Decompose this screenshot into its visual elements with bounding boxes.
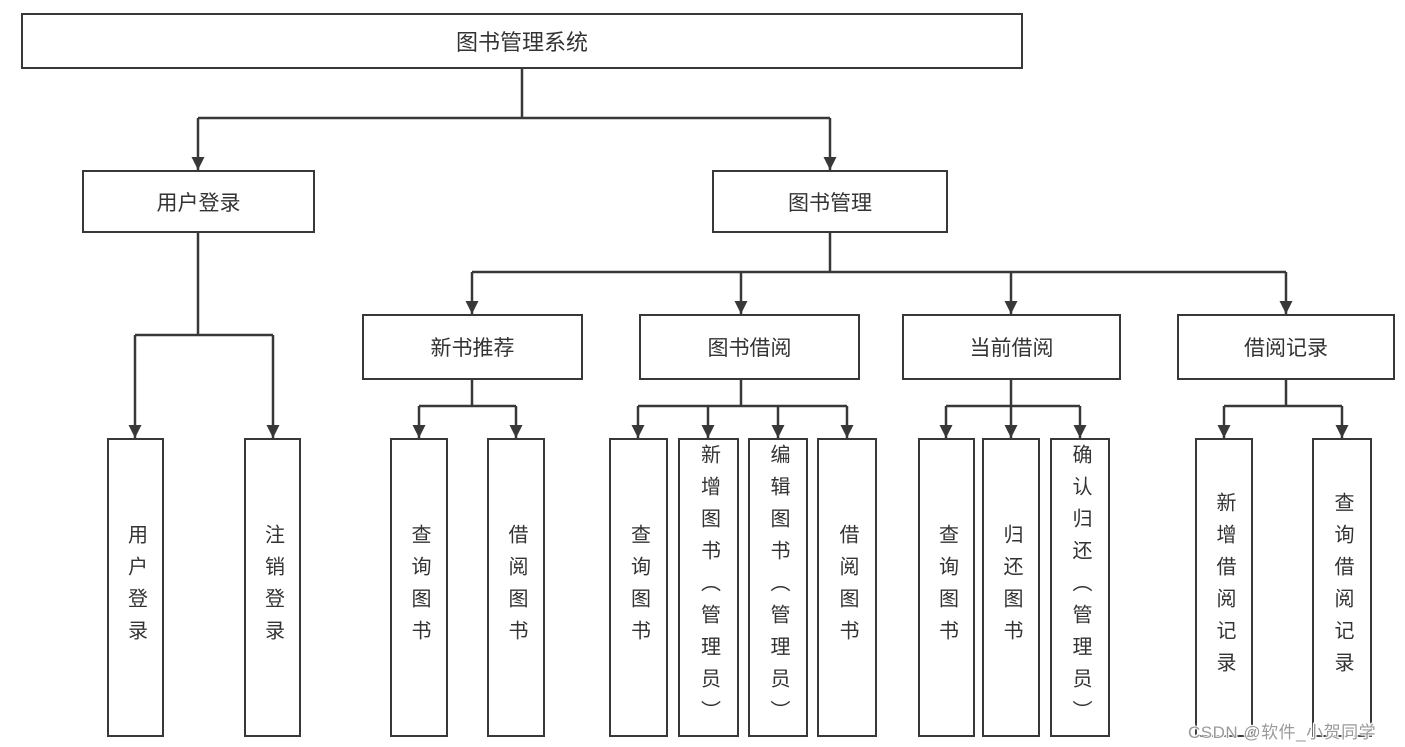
leaf-edit-book-admin: 编辑图书（管理员） [748, 438, 808, 737]
leaf-label: 新增图书（管理员） [697, 443, 720, 732]
node-book-management: 图书管理 [712, 170, 948, 233]
leaf-return-books: 归还图书 [982, 438, 1040, 737]
node-user-login: 用户登录 [82, 170, 315, 233]
node-borrow-records: 借阅记录 [1177, 314, 1395, 380]
leaf-confirm-return-admin: 确认归还（管理员） [1050, 438, 1110, 737]
node-label: 用户登录 [156, 191, 241, 215]
node-label: 新书推荐 [430, 337, 515, 360]
node-label: 借阅记录 [1244, 337, 1328, 360]
node-root-system: 图书管理系统 [21, 13, 1023, 69]
leaf-label: 查询借阅记录 [1331, 491, 1353, 684]
leaf-label: 借阅图书 [505, 523, 527, 652]
leaf-logout: 注销登录 [244, 438, 301, 737]
leaf-label: 用户登录 [124, 523, 147, 652]
leaf-label: 查询图书 [627, 523, 650, 652]
arrow-connectors [128, 118, 1349, 438]
node-label: 当前借阅 [969, 337, 1054, 360]
leaf-add-book-admin: 新增图书（管理员） [678, 438, 739, 737]
leaf-add-borrow-record: 新增借阅记录 [1195, 438, 1253, 737]
node-new-book-recommend: 新书推荐 [362, 314, 583, 380]
leaf-label: 借阅图书 [836, 523, 858, 652]
leaf-borrow-books-recommend: 借阅图书 [487, 438, 545, 737]
node-label: 图书借阅 [707, 337, 792, 360]
node-label: 图书管理系统 [455, 30, 588, 55]
node-book-borrow: 图书借阅 [639, 314, 860, 380]
leaf-label: 查询图书 [408, 523, 430, 652]
leaf-label: 新增借阅记录 [1213, 491, 1235, 684]
leaf-query-books-recommend: 查询图书 [390, 438, 448, 737]
tree-trunk-lines [135, 68, 1342, 408]
leaf-query-books-borrow: 查询图书 [609, 438, 668, 737]
leaf-query-borrow-record: 查询借阅记录 [1312, 438, 1372, 737]
leaf-query-books-current: 查询图书 [918, 438, 975, 737]
leaf-label: 编辑图书（管理员） [767, 443, 789, 732]
leaf-label: 查询图书 [935, 523, 958, 652]
node-label: 图书管理 [788, 191, 872, 215]
leaf-borrow-books: 借阅图书 [817, 438, 877, 737]
leaf-user-login: 用户登录 [107, 438, 164, 737]
leaf-label: 注销登录 [261, 523, 284, 652]
csdn-watermark: CSDN @软件_小贺同学 [1188, 723, 1377, 742]
node-current-borrow: 当前借阅 [902, 314, 1121, 380]
leaf-label: 确认归还（管理员） [1069, 443, 1091, 732]
leaf-label: 归还图书 [1000, 523, 1022, 652]
